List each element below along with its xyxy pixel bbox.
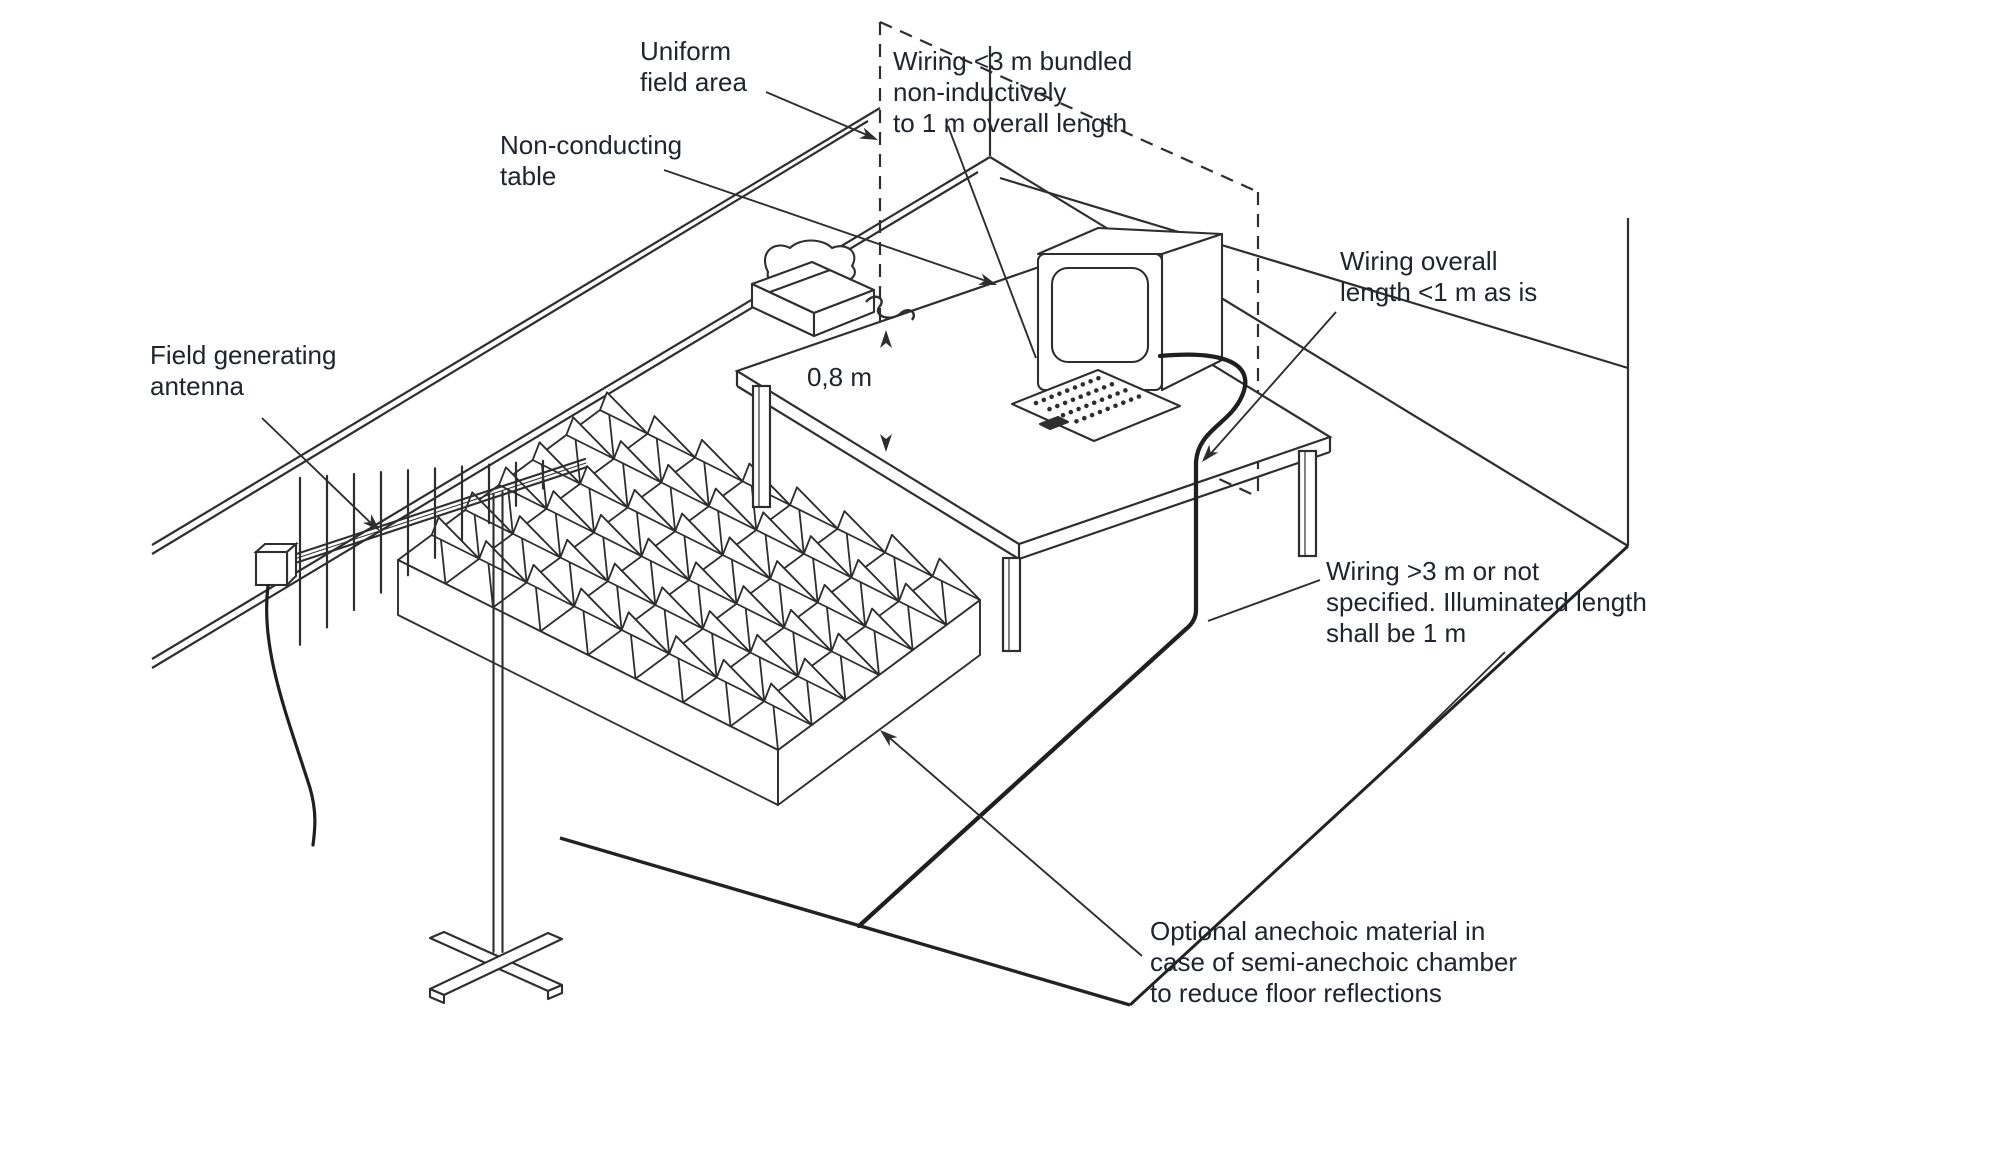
- leader-lines: [261, 91, 1506, 957]
- field-generating-antenna: [253, 457, 589, 1005]
- antenna-feed-box: [253, 541, 299, 588]
- eut-keyboard: [1010, 368, 1182, 443]
- antenna-boom: [272, 462, 587, 567]
- handset-cord: [865, 295, 915, 321]
- label-field-antenna: Field generating antenna: [150, 340, 337, 401]
- cables: [856, 352, 1248, 929]
- label-non-conducting-table: Non-conducting table: [500, 130, 683, 191]
- antenna-feed-cable: [265, 584, 317, 847]
- label-anechoic-note: Optional anechoic material in case of se…: [1150, 916, 1518, 1008]
- right-wall-seam: [999, 176, 1629, 370]
- table-leg: [1001, 556, 1022, 653]
- antenna-tripod-base: [428, 930, 564, 1005]
- monitor-screen: [1050, 266, 1150, 364]
- antenna-boom: [272, 465, 589, 572]
- left-wall-upper-line: [151, 107, 881, 546]
- floor-edge-front: [559, 836, 1131, 1007]
- label-height-dimension: 0,8 m: [806, 362, 872, 392]
- label-uniform-field-area: Uniform field area: [640, 36, 747, 97]
- table-leg: [1297, 449, 1318, 558]
- label-wiring-overall: Wiring overall length <1 m as is: [1340, 246, 1538, 307]
- eut-telephone: [750, 239, 915, 338]
- label-wiring-long: Wiring >3 m or not specified. Illuminate…: [1326, 556, 1647, 648]
- eut-interconnect-cable: [856, 352, 1248, 929]
- left-wall-upper-line-2: [151, 120, 869, 555]
- keyboard-space-key: [1038, 415, 1070, 431]
- absorber-pyramids: [430, 391, 981, 751]
- floor-edge-right: [1128, 544, 1630, 1007]
- label-wiring-bundled: Wiring <3 m bundled non-inductively to 1…: [893, 46, 1133, 138]
- right-wall-baseline: [989, 156, 1629, 547]
- floor-edges: [559, 544, 1630, 1007]
- keyboard-keys: [1033, 375, 1142, 424]
- antenna-boom: [270, 457, 587, 564]
- table-leg: [751, 384, 772, 509]
